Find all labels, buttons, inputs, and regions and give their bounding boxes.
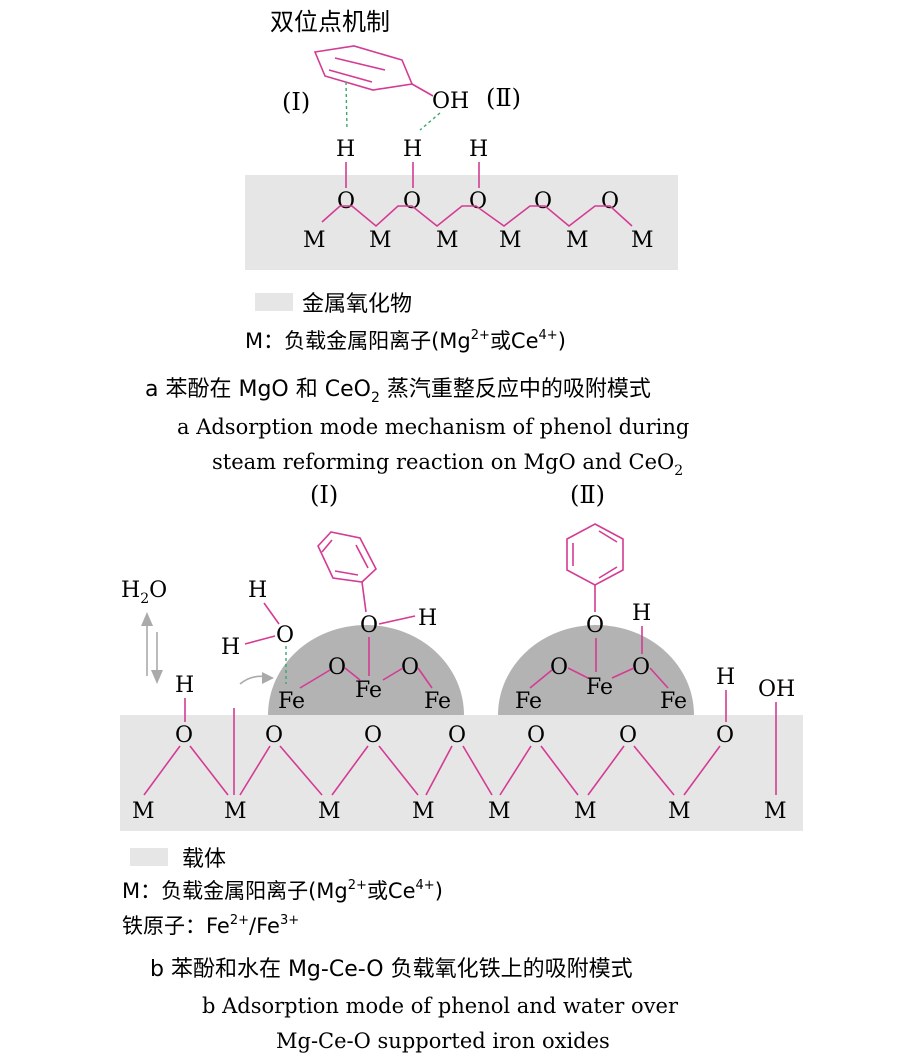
m-atom-a5: M bbox=[566, 228, 589, 253]
o-atom-b3: O bbox=[364, 723, 382, 748]
fe-atom-b3: Fe bbox=[424, 689, 451, 714]
o-atom-b6: O bbox=[619, 723, 637, 748]
panel-b: (Ⅰ) (Ⅱ) H2O H H O O bbox=[120, 481, 803, 1053]
water-label: H2O bbox=[121, 578, 167, 607]
legend-oxide-label: 金属氧化物 bbox=[302, 292, 412, 317]
o-atom-a2: O bbox=[403, 189, 421, 214]
m-atom-b7: M bbox=[668, 799, 691, 824]
o-atom-cluster2-2: O bbox=[632, 655, 650, 680]
site-1-label-a: (Ⅰ) bbox=[282, 88, 310, 116]
o-atom-a3: O bbox=[469, 189, 487, 214]
o-atom-a5: O bbox=[601, 189, 619, 214]
iron-oxide-cluster-1 bbox=[268, 625, 464, 715]
panel-a: 双位点机制 OH (Ⅰ) (Ⅱ) H H H O O O O O M M bbox=[145, 8, 689, 479]
caption-a-en-line2: steam reforming reaction on MgO and CeO2 bbox=[212, 450, 683, 479]
legend-m-label-a: M：负载金属阳离子(Mg2+或Ce4+) bbox=[245, 328, 566, 353]
o-atom-b7: O bbox=[716, 723, 734, 748]
o-atom-b2: O bbox=[265, 723, 283, 748]
m-atom-a1: M bbox=[303, 228, 326, 253]
m-atom-a4: M bbox=[499, 228, 522, 253]
surface-oh-right: OH bbox=[758, 677, 795, 702]
fe-atom-b5: Fe bbox=[586, 675, 613, 700]
phenol-h-b1: H bbox=[418, 606, 437, 631]
m-atom-b4: M bbox=[412, 799, 435, 824]
legend-support-swatch bbox=[130, 848, 168, 866]
phenol-ring-b1 bbox=[317, 531, 377, 613]
site-1-label-b: (Ⅰ) bbox=[310, 481, 338, 509]
o-atom-cluster1-2: O bbox=[401, 655, 419, 680]
caption-b-en-line2: Mg-Ce-O supported iron oxides bbox=[276, 1029, 610, 1053]
legend-support-label: 载体 bbox=[182, 847, 226, 872]
m-atom-a2: M bbox=[369, 228, 392, 253]
fe-atom-b6: Fe bbox=[660, 689, 687, 714]
legend-fe-label: 铁原子：Fe2+/Fe3+ bbox=[122, 913, 299, 938]
water-h-1: H bbox=[248, 578, 267, 603]
m-atom-a6: M bbox=[631, 228, 654, 253]
hydroxyl-label-a: OH bbox=[432, 89, 469, 114]
o-atom-cluster1-1: O bbox=[328, 655, 346, 680]
phenol-o-b2: O bbox=[586, 613, 604, 638]
site-2-label-a: (Ⅱ) bbox=[486, 84, 521, 112]
h-bond-oh bbox=[419, 112, 441, 131]
m-o-bonds-b bbox=[143, 702, 777, 796]
caption-b-en-line1: b Adsorption mode of phenol and water ov… bbox=[202, 994, 679, 1018]
phenol-ring-b2 bbox=[566, 523, 624, 612]
o-atom-cluster2-1: O bbox=[550, 655, 568, 680]
o-atom-b4: O bbox=[448, 723, 466, 748]
surface-h-right: H bbox=[716, 665, 735, 690]
legend-m-label-b: M：负载金属阳离子(Mg2+或Ce4+) bbox=[122, 878, 443, 903]
panel-a-title: 双位点机制 bbox=[270, 8, 390, 36]
hydroxyl-h-cluster2: H bbox=[632, 601, 651, 626]
h-atom-a2: H bbox=[403, 137, 422, 162]
h-bond-ring bbox=[345, 81, 348, 131]
m-o-bonds-a bbox=[321, 205, 633, 228]
adsorption-arrows bbox=[141, 612, 274, 685]
fe-atom-b4: Fe bbox=[515, 689, 542, 714]
phenol-o-b1: O bbox=[360, 613, 378, 638]
water-h-2: H bbox=[221, 635, 240, 660]
metal-oxide-surface bbox=[245, 175, 678, 270]
surface-h-left: H bbox=[175, 673, 194, 698]
site-2-label-b: (Ⅱ) bbox=[570, 481, 605, 509]
phenol-ring-a bbox=[313, 45, 434, 97]
m-atom-b6: M bbox=[574, 799, 597, 824]
m-atom-b5: M bbox=[488, 799, 511, 824]
h-atom-a3: H bbox=[469, 137, 488, 162]
legend-oxide-swatch bbox=[255, 293, 293, 311]
water-o: O bbox=[276, 623, 294, 648]
caption-b-cn: b 苯酚和水在 Mg-Ce-O 负载氧化铁上的吸附模式 bbox=[150, 957, 633, 982]
m-atom-b1: M bbox=[132, 799, 155, 824]
o-atom-b5: O bbox=[527, 723, 545, 748]
m-atom-a3: M bbox=[436, 228, 459, 253]
caption-a-cn: a 苯酚在 MgO 和 CeO2 蒸汽重整反应中的吸附模式 bbox=[145, 377, 651, 406]
fe-atom-b1: Fe bbox=[278, 689, 305, 714]
h-atom-a1: H bbox=[336, 137, 355, 162]
m-atom-b2: M bbox=[224, 799, 247, 824]
m-atom-b3: M bbox=[318, 799, 341, 824]
caption-a-en-line1: a Adsorption mode mechanism of phenol du… bbox=[177, 415, 689, 439]
m-atom-b8: M bbox=[764, 799, 787, 824]
o-atom-b1: O bbox=[175, 723, 193, 748]
o-atom-a1: O bbox=[337, 189, 355, 214]
fe-atom-b2: Fe bbox=[355, 678, 382, 703]
